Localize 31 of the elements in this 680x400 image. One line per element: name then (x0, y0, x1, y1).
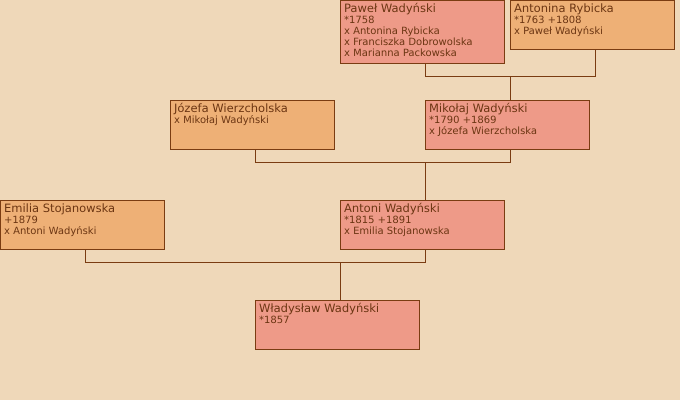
person-name: Władysław Wadyński (259, 302, 380, 315)
person-detail: x Paweł Wadyński (514, 26, 604, 37)
person-detail: *1857 (259, 315, 290, 326)
person-detail: x Antonina Rybicka (344, 26, 440, 37)
person-box (340, 0, 505, 64)
person-detail: x Marianna Packowska (344, 48, 458, 59)
person-detail: *1790 +1869 (429, 115, 498, 126)
person-box (340, 200, 505, 250)
person-name: Antonina Rybicka (514, 2, 615, 15)
person-box (0, 200, 165, 250)
person-detail: x Mikołaj Wadyński (174, 115, 270, 126)
person-box (425, 100, 590, 150)
person-name: Antoni Wadyński (344, 202, 441, 215)
connector-line (425, 150, 511, 200)
person-detail: *1815 +1891 (344, 215, 412, 226)
person-name: Emilia Stojanowska (4, 202, 116, 215)
person-box (510, 0, 675, 50)
connector-line (340, 250, 426, 300)
person-name: Józefa Wierzcholska (174, 102, 289, 115)
person-detail: x Franciszka Dobrowolska (344, 37, 474, 48)
person-detail: +1879 (4, 215, 39, 226)
person-detail: *1763 +1808 (514, 15, 582, 26)
person-name: Mikołaj Wadyński (429, 102, 528, 115)
connector-line (510, 50, 596, 100)
person-box (255, 300, 420, 350)
person-detail: x Emilia Stojanowska (344, 226, 451, 237)
person-detail: *1758 (344, 15, 376, 26)
person-name: Paweł Wadyński (344, 2, 437, 15)
person-detail: x Antoni Wadyński (4, 226, 98, 237)
person-box (170, 100, 335, 150)
person-detail: x Józefa Wierzcholska (429, 126, 538, 137)
